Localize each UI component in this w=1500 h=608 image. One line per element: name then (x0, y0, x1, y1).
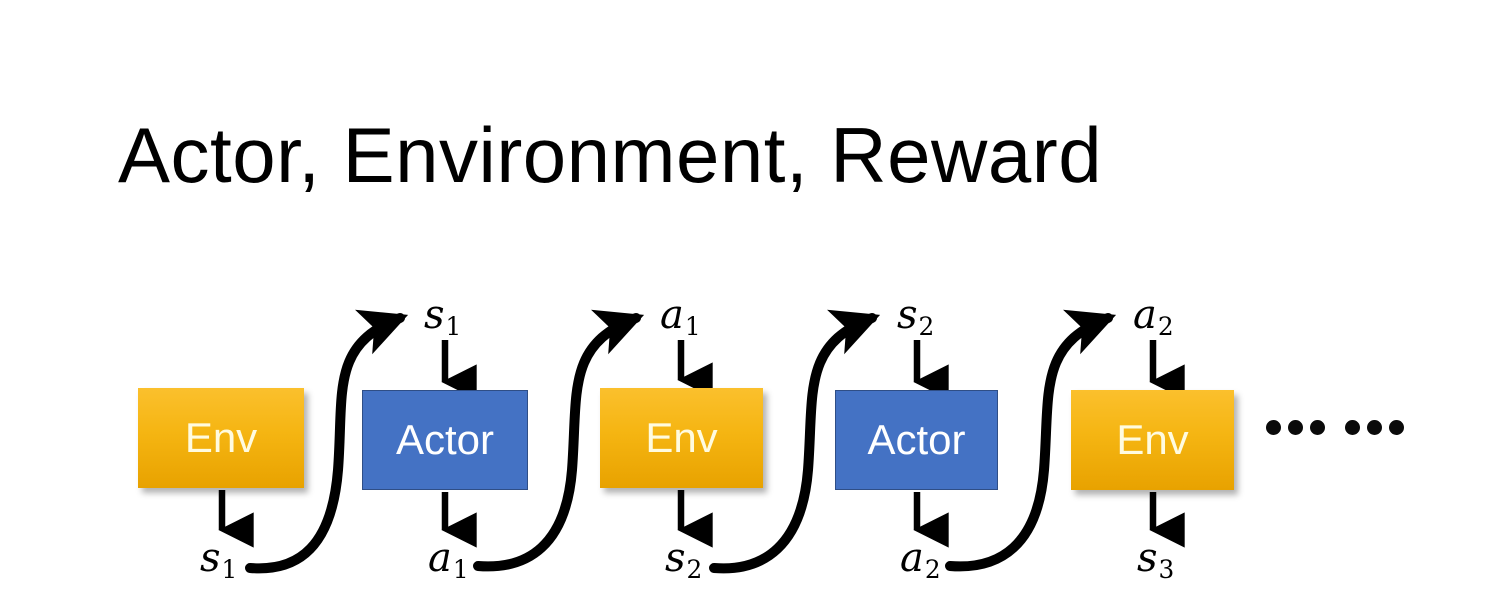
subscript: 2 (924, 554, 941, 584)
ellipsis-dot (1389, 420, 1404, 435)
curve-a2-to-env5-input (945, 309, 1117, 572)
ellipsis-gap (1332, 427, 1338, 428)
ellipsis-dot (1288, 420, 1303, 435)
state-label-s2-top: s2 (897, 295, 934, 340)
state-label-s3-bottom: s3 (1137, 538, 1174, 583)
subscript: 1 (221, 554, 238, 584)
continuation-ellipsis-icon (1266, 420, 1404, 435)
subscript: 1 (684, 311, 701, 341)
ellipsis-dot (1310, 420, 1325, 435)
symbol: a (428, 535, 452, 581)
symbol: s (424, 292, 445, 338)
actor-box-4-label: Actor (867, 416, 966, 463)
action-label-a2-bottom: a2 (900, 538, 941, 583)
symbol: s (200, 535, 221, 581)
symbol: a (900, 535, 924, 581)
ellipsis-dot (1266, 420, 1281, 435)
env-box-5-label: Env (1116, 416, 1189, 463)
symbol: a (1133, 292, 1157, 338)
arrow-label-to-box-group (441, 340, 1185, 400)
actor-box-2[interactable]: Actor (362, 390, 528, 490)
env-box-3-label: Env (645, 414, 718, 461)
subscript: 2 (1157, 311, 1174, 341)
state-label-s1-bottom: s1 (200, 538, 237, 583)
action-label-a1-top: a1 (660, 295, 701, 340)
env-box-3[interactable]: Env (600, 388, 763, 488)
symbol: a (660, 292, 684, 338)
state-label-s1-top: s1 (424, 295, 461, 340)
subscript: 2 (686, 554, 703, 584)
subscript: 1 (452, 554, 469, 584)
curve-s2-to-actor4-input (709, 309, 881, 574)
feedback-curve-group (245, 309, 1117, 574)
env-box-1-label: Env (184, 414, 258, 461)
symbol: s (665, 535, 686, 581)
env-box-5[interactable]: Env (1071, 390, 1234, 490)
curve-a1-to-env3-input (473, 309, 645, 572)
page-title: Actor, Environment, Reward (118, 111, 1103, 199)
subscript: 3 (1158, 554, 1175, 584)
action-label-a1-bottom: a1 (428, 538, 469, 583)
actor-box-4[interactable]: Actor (835, 390, 998, 490)
subscript: 1 (445, 311, 462, 341)
symbol: s (897, 292, 918, 338)
arrow-box-to-label-group (218, 490, 1185, 548)
actor-box-2-label: Actor (395, 416, 495, 463)
ellipsis-dot (1367, 420, 1382, 435)
curve-s1-to-actor2-input (245, 309, 409, 574)
subscript: 2 (918, 311, 935, 341)
action-label-a2-top: a2 (1133, 295, 1174, 340)
symbol: s (1137, 535, 1158, 581)
state-label-s2-bottom: s2 (665, 538, 702, 583)
ellipsis-dot (1345, 420, 1360, 435)
env-box-1[interactable]: Env (138, 388, 304, 488)
